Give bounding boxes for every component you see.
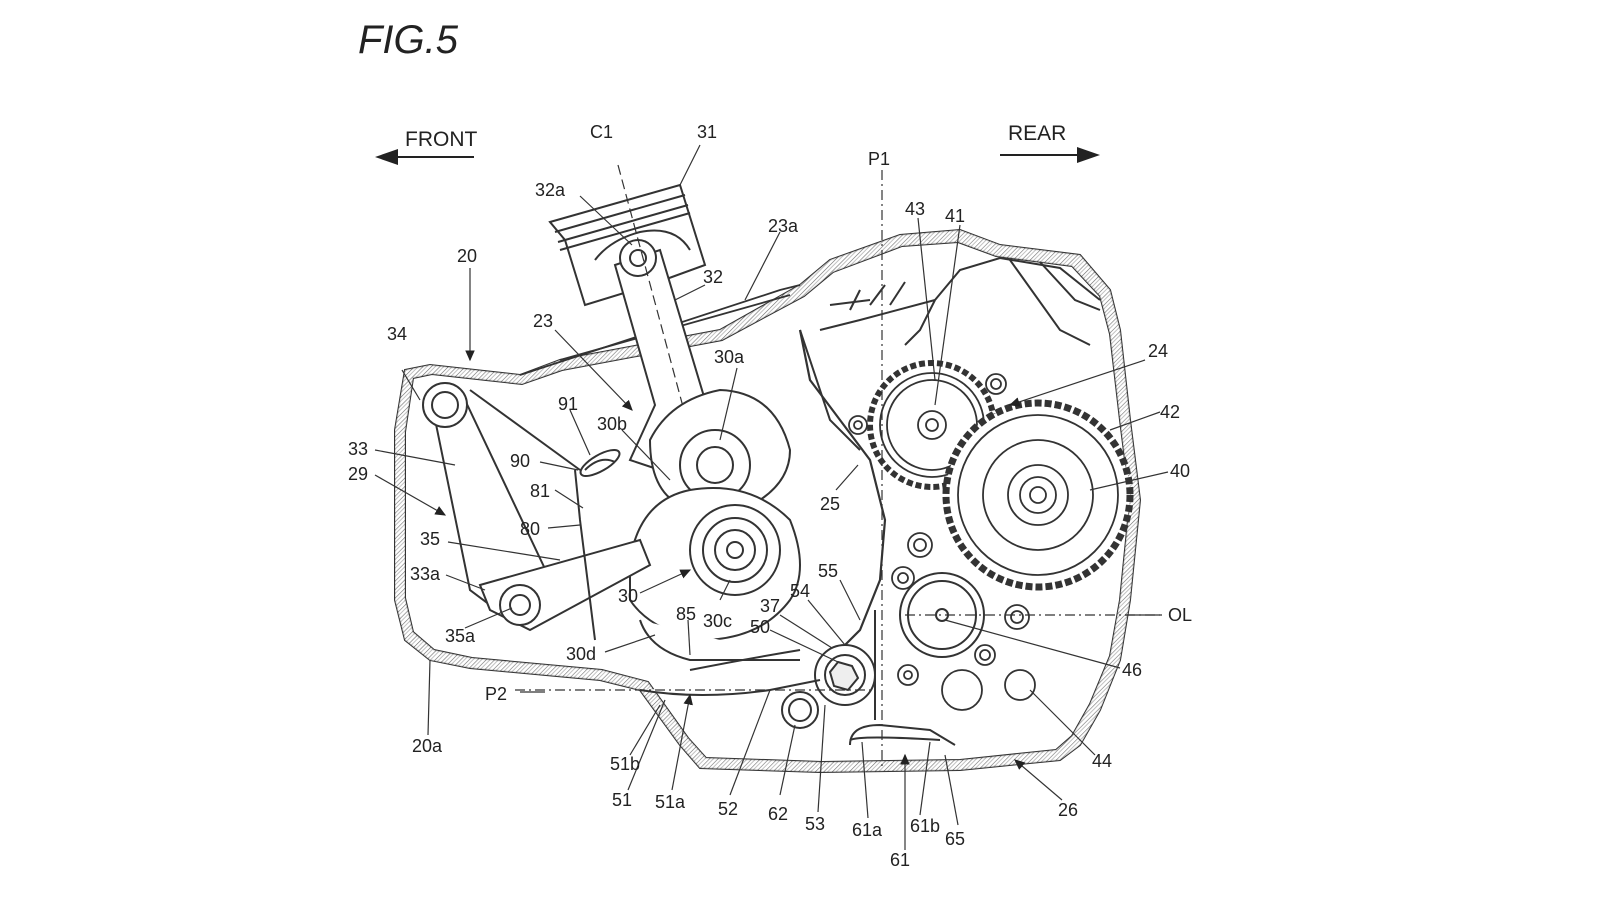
ref-label-40: 40 (1170, 461, 1190, 481)
ref-label-33: 33 (348, 439, 368, 459)
ref-label-ol: OL (1168, 605, 1192, 625)
ref-label-30d: 30d (566, 644, 596, 664)
ref-label-51: 51 (612, 790, 632, 810)
ref-label-37: 37 (760, 596, 780, 616)
ref-label-42: 42 (1160, 402, 1180, 422)
ref-label-32a: 32a (535, 180, 566, 200)
ref-label-62: 62 (768, 804, 788, 824)
small-bosses (848, 373, 1036, 711)
ref-label-61b: 61b (910, 816, 940, 836)
ref-label-20a: 20a (412, 736, 443, 756)
ref-label-91: 91 (558, 394, 578, 414)
ref-label-80: 80 (520, 519, 540, 539)
front-direction-label: FRONT (405, 128, 478, 151)
ref-label-52: 52 (718, 799, 738, 819)
ref-label-29: 29 (348, 464, 368, 484)
ref-label-81: 81 (530, 481, 550, 501)
ref-label-61: 61 (890, 850, 910, 870)
ref-label-51a: 51a (655, 792, 686, 812)
ref-label-43: 43 (905, 199, 925, 219)
ref-label-61a: 61a (852, 820, 883, 840)
ref-label-30b: 30b (597, 414, 627, 434)
ref-label-90: 90 (510, 451, 530, 471)
ref-label-31: 31 (697, 122, 717, 142)
ref-label-65: 65 (945, 829, 965, 849)
ref-label-53: 53 (805, 814, 825, 834)
ref-label-25: 25 (820, 494, 840, 514)
ref-label-85: 85 (676, 604, 696, 624)
partition-wall (798, 329, 887, 651)
ref-label-30a: 30a (714, 347, 745, 367)
ref-label-41: 41 (945, 206, 965, 226)
ref-label-32: 32 (703, 267, 723, 287)
ref-label-p1: P1 (868, 149, 890, 169)
leader-lines (374, 144, 1169, 850)
ref-label-35: 35 (420, 529, 440, 549)
ref-label-c1: C1 (590, 122, 613, 142)
rear-arrow (1000, 147, 1100, 163)
ref-label-44: 44 (1092, 751, 1112, 771)
gear-42 (942, 399, 1134, 591)
ref-label-30c: 30c (703, 611, 732, 631)
crankshaft (629, 388, 801, 661)
ref-label-p2: P2 (485, 684, 507, 704)
crankcase-wall (394, 228, 1142, 774)
figure-title: FIG.5 (358, 18, 459, 62)
ref-label-30: 30 (618, 586, 638, 606)
rear-rib-structure (799, 256, 1101, 451)
ref-label-35a: 35a (445, 626, 476, 646)
ref-label-34: 34 (387, 324, 407, 344)
ref-label-55: 55 (818, 561, 838, 581)
ref-label-23: 23 (533, 311, 553, 331)
guide-plates (469, 389, 621, 641)
ref-label-26: 26 (1058, 800, 1078, 820)
ref-label-54: 54 (790, 581, 810, 601)
ref-label-24: 24 (1148, 341, 1168, 361)
ref-label-33a: 33a (410, 564, 441, 584)
ref-label-51b: 51b (610, 754, 640, 774)
ref-label-20: 20 (457, 246, 477, 266)
front-arrow (375, 149, 474, 165)
ref-label-50: 50 (750, 617, 770, 637)
center-lines (515, 170, 1160, 770)
reference-numerals: C1 31 32a 32 23a 23 20 34 91 30b 30a P1 43 41 24 42 40 33… (348, 122, 1192, 870)
rear-direction-label: REAR (1008, 122, 1067, 145)
ref-label-23a: 23a (768, 216, 799, 236)
ref-label-46: 46 (1122, 660, 1142, 680)
